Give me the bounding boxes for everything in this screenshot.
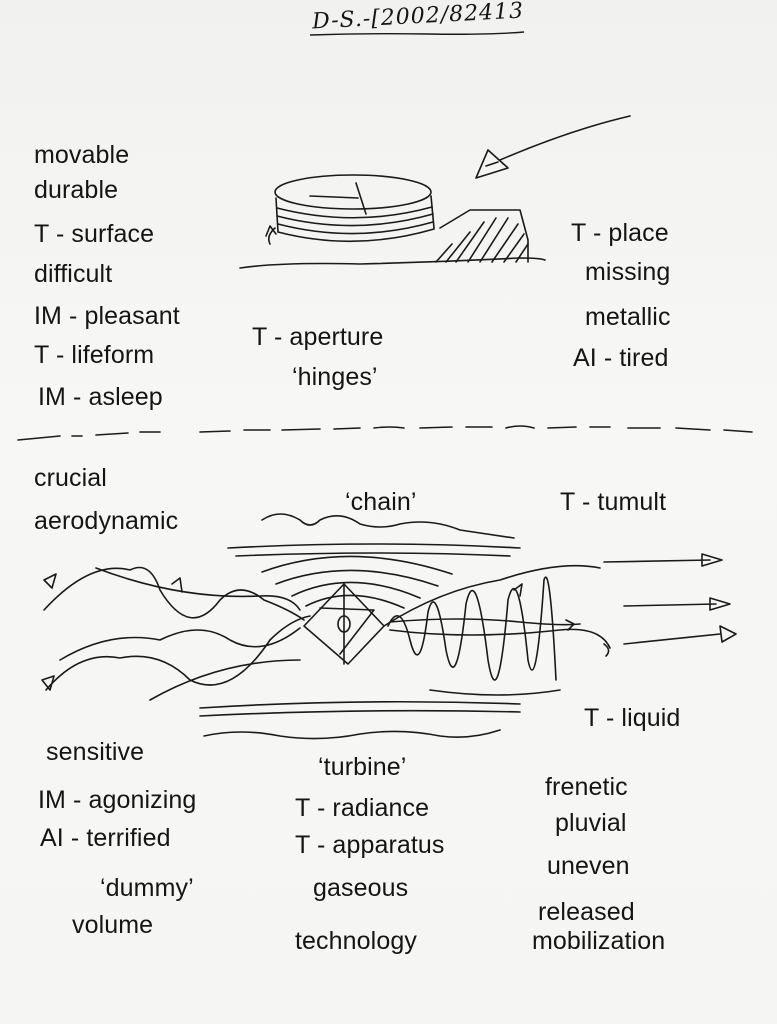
flow-sketch bbox=[41, 513, 737, 740]
ground-line bbox=[239, 257, 546, 269]
word-pluvial: pluvial bbox=[555, 809, 627, 837]
word-turbine: ‘turbine’ bbox=[318, 753, 407, 781]
word-volume: volume bbox=[72, 911, 154, 939]
word-ai-tired: AI - tired bbox=[573, 344, 669, 372]
word-durable: durable bbox=[34, 176, 119, 204]
word-aerodynamic: aerodynamic bbox=[34, 507, 179, 535]
word-hinges: ‘hinges’ bbox=[292, 363, 378, 391]
word-t-lifeform: T - lifeform bbox=[34, 341, 155, 369]
dashed-divider bbox=[17, 425, 753, 441]
word-difficult: difficult bbox=[34, 260, 113, 288]
word-im-agonizing: IM - agonizing bbox=[38, 786, 197, 814]
word-released: released bbox=[538, 898, 635, 926]
word-metallic: metallic bbox=[585, 303, 671, 331]
incoming-arrow bbox=[475, 115, 631, 179]
word-sensitive: sensitive bbox=[46, 738, 145, 766]
word-missing: missing bbox=[585, 258, 671, 286]
word-technology: technology bbox=[295, 927, 417, 955]
word-t-place: T - place bbox=[571, 219, 669, 247]
word-im-asleep: IM - asleep bbox=[38, 383, 163, 411]
word-ai-terrified: AI - terrified bbox=[40, 824, 171, 852]
word-movable: movable bbox=[34, 141, 130, 169]
word-t-apparatus: T - apparatus bbox=[295, 831, 445, 859]
hatched-shadow bbox=[435, 209, 529, 263]
word-mobilization: mobilization bbox=[532, 927, 666, 955]
word-t-surface: T - surface bbox=[34, 220, 155, 248]
word-frenetic: frenetic bbox=[545, 773, 628, 801]
word-gaseous: gaseous bbox=[313, 874, 409, 902]
word-t-tumult: T - tumult bbox=[560, 488, 667, 516]
word-crucial: crucial bbox=[34, 464, 107, 492]
header-underline bbox=[309, 31, 525, 36]
word-dummy: ‘dummy’ bbox=[100, 874, 194, 902]
word-chain: ‘chain’ bbox=[345, 488, 417, 516]
word-t-aperture: T - aperture bbox=[252, 323, 384, 351]
word-uneven: uneven bbox=[547, 852, 630, 880]
disk-object-sketch bbox=[265, 174, 435, 245]
word-t-liquid: T - liquid bbox=[584, 704, 681, 732]
word-t-radiance: T - radiance bbox=[295, 794, 430, 822]
word-im-pleasant: IM - pleasant bbox=[34, 302, 180, 330]
